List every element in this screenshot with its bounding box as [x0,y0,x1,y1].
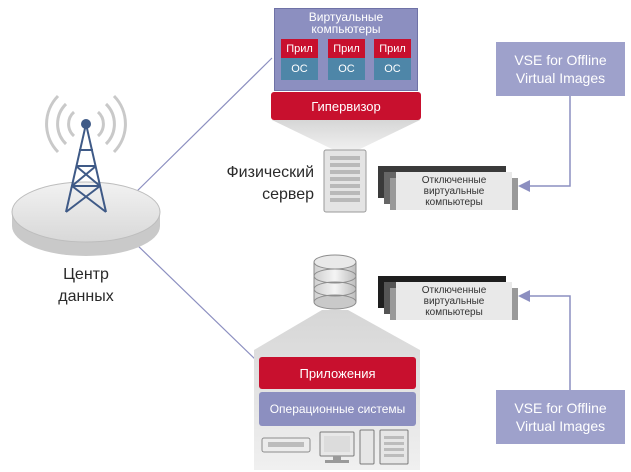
vm-os-label: ОС [328,58,365,80]
arrow-bottom [518,290,571,392]
vm-os-label: ОС [281,58,318,80]
connection-line-top [129,57,273,199]
vm-app-label: Прил [374,39,411,58]
bottom-funnel [254,310,420,470]
offline-stack-bottom [378,276,518,320]
vm-app-label: Прил [328,39,365,58]
hardware-icons [261,429,409,465]
vm-app-label: Прил [281,39,318,58]
arrow-top [518,96,571,192]
top-funnel [272,120,420,150]
vm-2: Прил ОС [328,39,365,83]
physical-server-label: Физический сервер [226,164,314,203]
database-icon [313,254,357,310]
connection-line-bottom [133,241,259,363]
offline-stack-bottom-label: Отключенные виртуальные компьютеры [421,284,487,318]
hypervisor-bar: Гипервизор [271,92,421,120]
vse-box-top: VSE for Offline Virtual Images [496,42,625,96]
data-center-disk [11,181,161,256]
operating-systems-bar: Операционные системы [259,392,416,426]
virtual-computers-title: Виртуальные компьютеры [308,10,384,36]
physical-server-icon [323,149,367,213]
vse-box-bottom: VSE for Offline Virtual Images [496,390,625,444]
offline-stack-top [378,166,518,210]
data-center-label: Центр данных [58,266,114,305]
vm-3: Прил ОС [374,39,411,83]
vm-os-label: ОС [374,58,411,80]
offline-stack-top-label: Отключенные виртуальные компьютеры [421,174,487,208]
virtual-computers-box: Виртуальные компьютеры Прил ОС Прил ОС П… [274,8,418,91]
applications-bar: Приложения [259,357,416,389]
tower-icon [65,123,107,213]
signal-waves-icon [45,94,127,154]
vm-1: Прил ОС [281,39,318,83]
